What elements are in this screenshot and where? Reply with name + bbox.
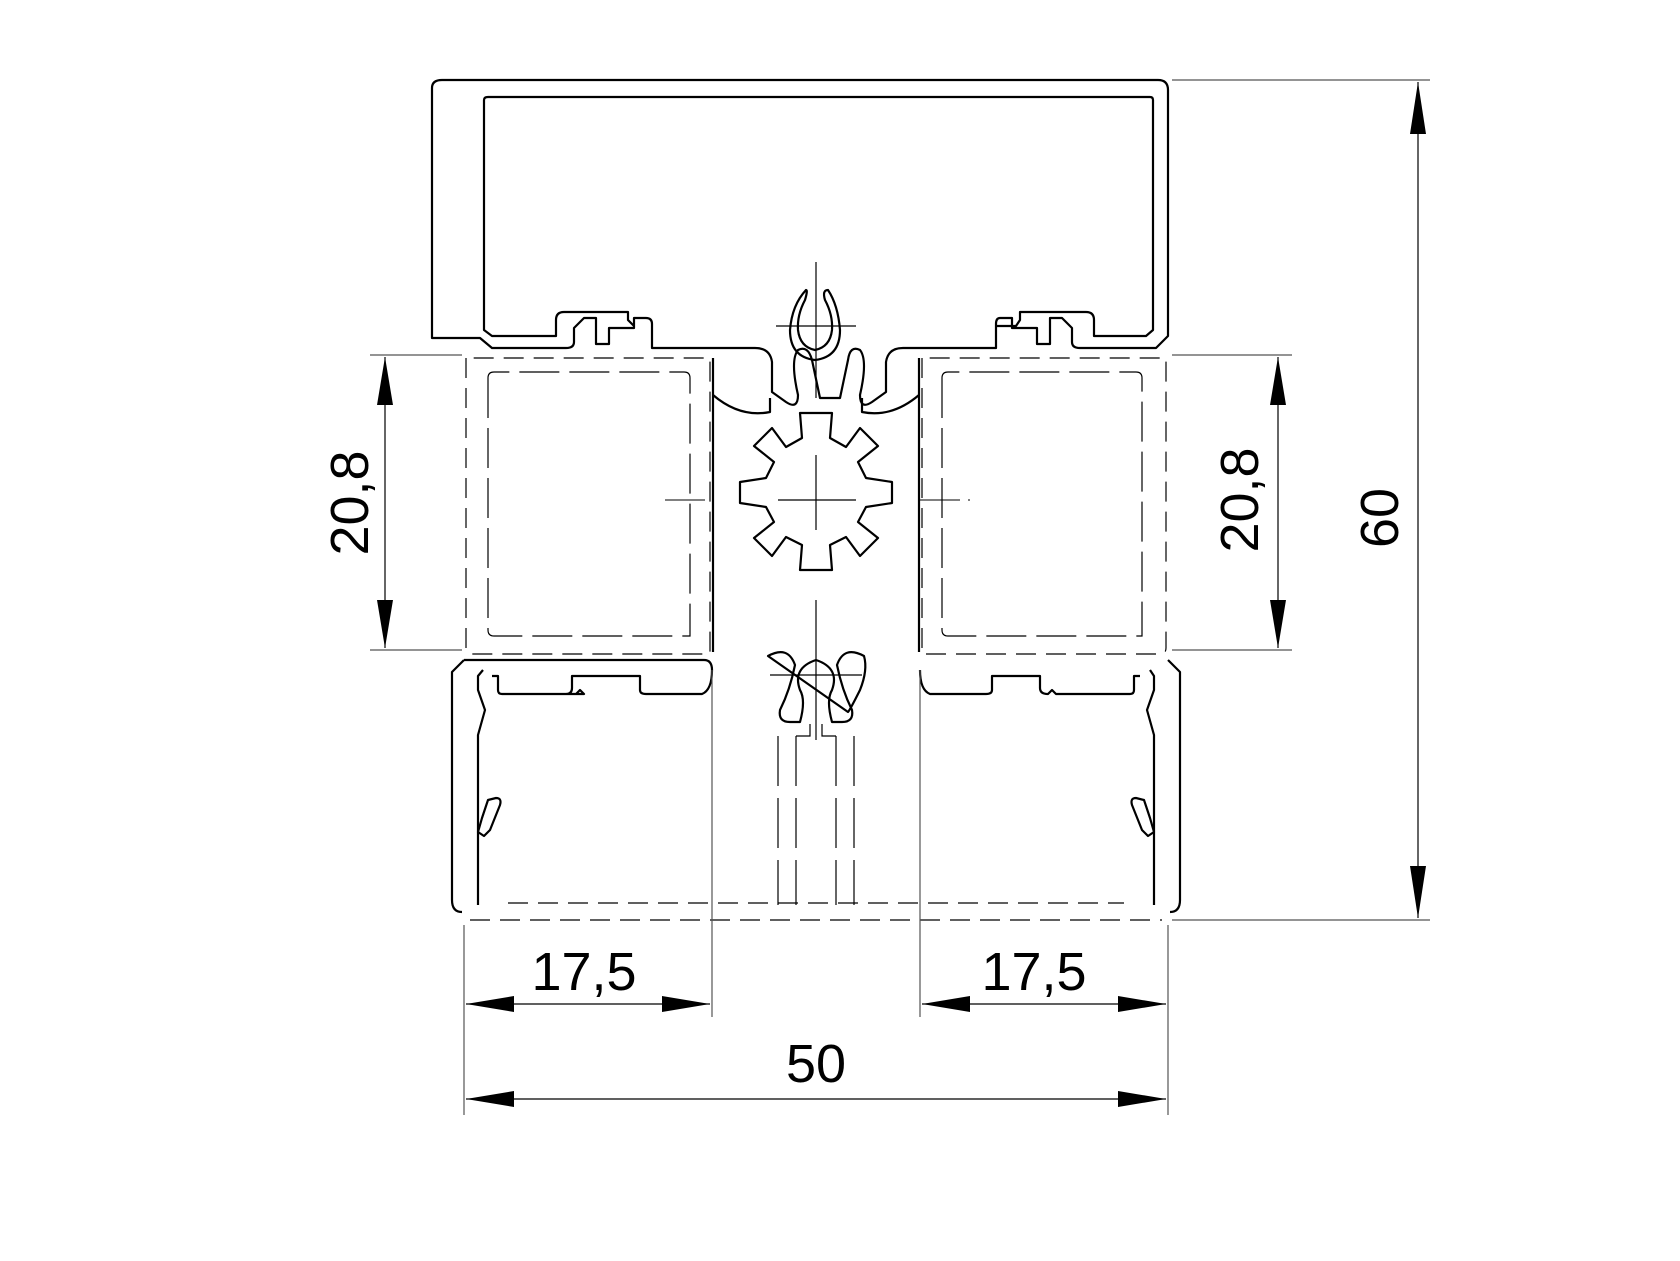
dimension-right-chamber-height: 20,8 (1172, 354, 1292, 651)
dimension-right-width-label: 17,5 (981, 942, 1086, 1002)
dimension-right-height-label: 20,8 (1210, 447, 1270, 552)
profile-bottom-section (450, 658, 1182, 921)
profile-top-chamber (430, 78, 1170, 406)
dimension-left-height-label: 20,8 (320, 450, 380, 555)
dimension-right-chamber-width: 17,5 (919, 670, 1169, 1115)
core-walls (711, 358, 921, 652)
dimension-left-chamber-width: 17,5 (463, 670, 713, 1115)
bottom-clip (766, 651, 867, 905)
dimension-left-chamber-height: 20,8 (320, 354, 462, 651)
center-lines (665, 262, 970, 740)
dimension-overall-height: 60 (1172, 79, 1430, 921)
top-clip (788, 288, 842, 362)
dimension-left-width-label: 17,5 (531, 942, 636, 1002)
dimension-overall-width: 50 (466, 1034, 1166, 1107)
left-middle-chamber (465, 357, 711, 655)
dimension-height-label: 60 (1350, 488, 1410, 548)
right-middle-chamber (921, 357, 1167, 655)
splined-bore (738, 411, 894, 572)
dimension-width-label: 50 (786, 1034, 846, 1094)
